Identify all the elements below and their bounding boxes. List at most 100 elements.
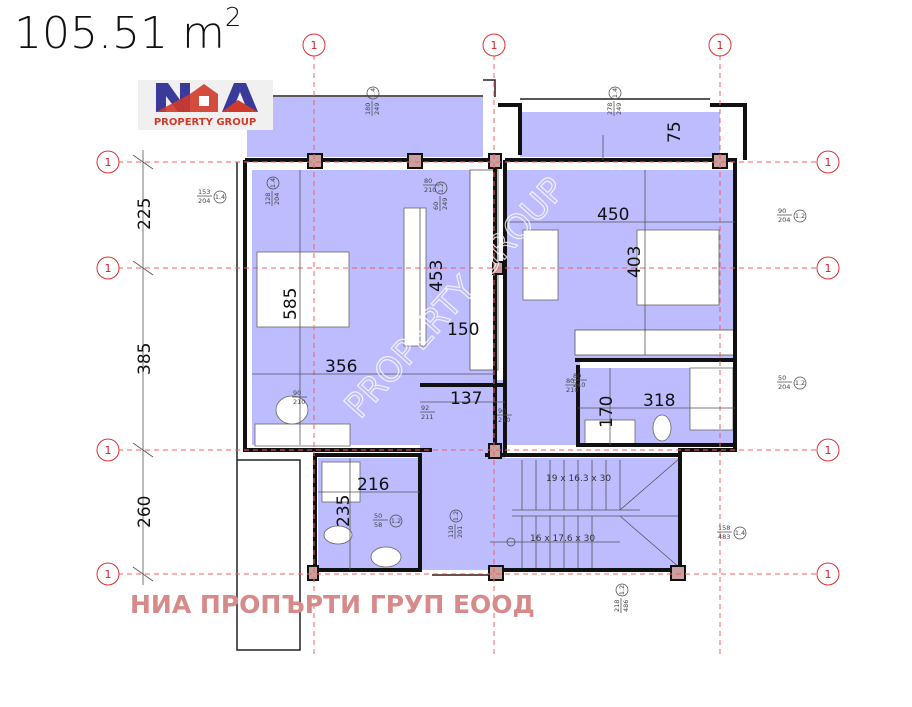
opening-type: 1.4 (369, 88, 377, 98)
svg-text:1: 1 (825, 568, 832, 581)
grid-marker: 1 (816, 438, 840, 462)
opening-height: 210 (424, 186, 436, 194)
opening-height: 486 (622, 600, 630, 612)
grid-marker: 1 (816, 562, 840, 586)
company-name: НИА ПРОПЪРТИ ГРУП ЕООД (130, 590, 535, 619)
grid-marker: 1 (96, 438, 120, 462)
nightstand (522, 229, 559, 301)
staircase (505, 458, 680, 570)
logo-graphic: PROPERTY GROUP (154, 83, 258, 128)
shower-left (321, 461, 361, 503)
grid-marker: 1 (96, 256, 120, 280)
opening-width: 278 (606, 103, 614, 115)
opening-height: 483 (718, 533, 730, 541)
opening-width: 92 (421, 404, 429, 412)
opening-height: 210 (573, 381, 585, 389)
dimension-label: 450 (597, 205, 629, 225)
opening-height: 204 (273, 193, 281, 205)
bed-left (256, 251, 350, 328)
dimension-label: 385 (135, 343, 155, 375)
opening-type: 1.4 (269, 178, 277, 188)
opening-type: 1.4 (215, 193, 225, 201)
svg-text:1: 1 (105, 568, 112, 581)
area-label: 105.51 m2 (14, 3, 241, 59)
opening-width: 218 (613, 600, 621, 612)
opening-height: 210 (566, 386, 578, 394)
opening-width: 90 (498, 407, 506, 415)
opening-type: 1.2 (795, 212, 805, 220)
opening-type: 1.2 (795, 379, 805, 387)
balcony-left (247, 97, 483, 157)
opening-width: 60 (432, 202, 440, 210)
grid-marker: 1 (708, 33, 732, 57)
dimension-label: 225 (135, 198, 155, 230)
toilet-left (323, 525, 353, 545)
opening-width: 80 (424, 177, 432, 185)
opening-width: 80 (573, 372, 581, 380)
columns (307, 153, 728, 581)
opening-width: 153 (198, 188, 210, 196)
opening-type: 1.2 (437, 183, 445, 193)
opening-width: 90 (778, 207, 786, 215)
svg-text:1: 1 (105, 156, 112, 169)
opening-height: 201 (456, 526, 464, 538)
dimension-label: 170 (597, 396, 617, 428)
dimension-label: 137 (450, 389, 482, 409)
opening-height: 204 (198, 197, 210, 205)
area-exponent: 2 (224, 3, 242, 34)
svg-text:1: 1 (825, 262, 832, 275)
grid-marker: 1 (816, 150, 840, 174)
stair-treads (490, 457, 681, 570)
opening-height: 58 (374, 521, 382, 529)
area-value: 105.51 (14, 8, 168, 59)
svg-text:1: 1 (311, 39, 318, 52)
grid-marker: 1 (816, 256, 840, 280)
dimension-label: 585 (281, 288, 301, 320)
opening-height: 249 (373, 103, 381, 115)
svg-text:1: 1 (825, 156, 832, 169)
rooms (247, 97, 735, 570)
opening-width: 128 (264, 193, 272, 205)
room-dimensions: 585 356 453 150 137 450 403 75 318 170 2… (281, 121, 685, 544)
area-unit: m (181, 8, 225, 59)
opening-width: 180 (364, 103, 372, 115)
opening-type: 1.2 (391, 517, 401, 525)
toilet-right (652, 414, 672, 442)
opening-width: 50 (778, 374, 786, 382)
dimension-label: 235 (334, 495, 354, 527)
opening-height: 249 (441, 198, 449, 210)
opening-type: 1.2 (452, 511, 460, 521)
dimension-label: 75 (665, 121, 685, 143)
opening-height: 211 (421, 413, 433, 421)
dimension-label: 318 (643, 391, 675, 411)
wardrobe-right (574, 329, 736, 356)
grid-marker: 1 (96, 150, 120, 174)
opening-width: 158 (718, 524, 730, 532)
opening-width: 80 (566, 377, 574, 385)
svg-text:1: 1 (105, 444, 112, 457)
grid-marker: 1 (302, 33, 326, 57)
opening-type: 1.4 (611, 88, 619, 98)
grid-markers: 1 1 1 1 1 1 1 1 1 1 1 (96, 33, 840, 586)
opening-type: 1.4 (735, 529, 745, 537)
landing (505, 360, 580, 445)
dimension-label: 403 (625, 246, 645, 278)
dimension-label: 150 (447, 320, 479, 340)
room-dimension-lines (252, 135, 735, 570)
company-logo: PROPERTY GROUP (138, 80, 273, 130)
desk (403, 207, 427, 347)
